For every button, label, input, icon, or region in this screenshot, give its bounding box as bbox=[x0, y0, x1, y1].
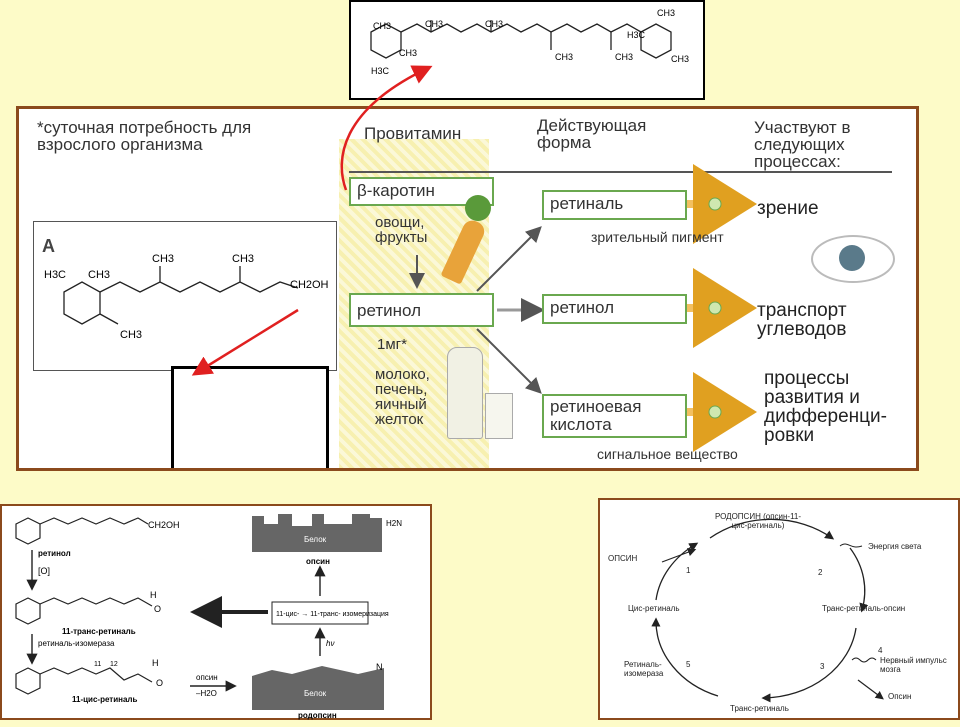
visual-cycle-chemistry-panel: CH2OH ретинол [O] H O 11-транс-ретиналь … bbox=[0, 504, 432, 720]
retinol-label: ретинол bbox=[38, 549, 71, 558]
ch3-label: CH3 bbox=[232, 253, 254, 265]
panel-letter: А bbox=[42, 236, 55, 256]
iris-icon bbox=[839, 245, 865, 271]
o-label: O bbox=[154, 604, 161, 614]
ch2oh-label: CH2OH bbox=[148, 520, 180, 530]
hv-label: hν bbox=[326, 639, 334, 648]
pathway-arrows bbox=[409, 164, 757, 452]
eye-icon bbox=[811, 235, 895, 283]
ch3-label: CH3 bbox=[615, 52, 633, 62]
protein-label: Белок bbox=[304, 535, 327, 544]
protein-label: Белок bbox=[304, 689, 327, 698]
retinal-chemistry: CH2OH ретинол [O] H O 11-транс-ретиналь … bbox=[15, 514, 402, 720]
col-active-form: Действующая форма bbox=[537, 116, 647, 152]
blank-box bbox=[171, 366, 329, 468]
n12-label: 12 bbox=[110, 661, 118, 668]
dose: 1мг* bbox=[377, 336, 407, 353]
ch3-label: CH3 bbox=[671, 54, 689, 64]
col-provitamin: Провитамин bbox=[364, 124, 462, 143]
rhodopsin-label: родопсин bbox=[298, 711, 337, 720]
ch3-label: CH3 bbox=[425, 19, 443, 29]
ch2oh-label: CH2OH bbox=[290, 279, 329, 291]
ch3-label: CH3 bbox=[485, 19, 503, 29]
h2n-label: H2N bbox=[386, 519, 402, 528]
step-5-label: 5 bbox=[686, 660, 691, 669]
milk-bottle-icon bbox=[447, 347, 483, 439]
caption-visual-pigment: зрительный пигмент bbox=[591, 229, 724, 245]
rhodopsin-cycle bbox=[651, 518, 884, 703]
col-processes: Участвуют в следующих процессах: bbox=[754, 118, 851, 171]
h-label: H bbox=[150, 590, 157, 600]
opsin-left-label: ОПСИН bbox=[608, 554, 638, 563]
process-development: процессы развития и дифференци-ровки bbox=[764, 368, 887, 446]
trans-retinal-label: 11-транс-ретиналь bbox=[62, 627, 136, 636]
vitamin-a-panel: *суточная потребность для взрослого орга… bbox=[16, 106, 919, 471]
opsin-label: опсин bbox=[306, 557, 330, 566]
h3c-label: H3C bbox=[44, 269, 66, 281]
footnote: *суточная потребность для взрослого орга… bbox=[37, 118, 252, 154]
veg-fruits: овощи, фрукты bbox=[375, 214, 428, 246]
n11-label: 11 bbox=[94, 661, 101, 668]
trans-retinal-opsin-label: Транс-ретиналь-опсин bbox=[822, 604, 906, 613]
oxidation-label: [O] bbox=[38, 566, 50, 576]
caption-signal-molecule: сигнальное вещество bbox=[597, 446, 738, 462]
process-vision: зрение bbox=[757, 198, 819, 219]
cis-retinal-label: 11-цис-ретиналь bbox=[72, 695, 138, 704]
light-energy-label: Энергия света bbox=[868, 542, 922, 551]
step-3-label: 3 bbox=[820, 662, 825, 671]
retinol-structure-box: А H3C CH3 CH3 CH3 CH2OH CH3 bbox=[33, 221, 337, 371]
opsin-out-label: Опсин bbox=[888, 692, 912, 701]
trans-retinal-label: Транс-ретиналь bbox=[730, 704, 789, 713]
glass-icon bbox=[485, 393, 513, 439]
ch3-label: CH3 bbox=[373, 21, 391, 31]
o-label: O bbox=[156, 678, 163, 688]
dairy-sources: молоко, печень, яичный желток bbox=[375, 366, 430, 428]
opsin-arrow-label: опсин bbox=[196, 673, 218, 682]
ch3-label: CH3 bbox=[399, 48, 417, 58]
rhodopsin-label: РОДОПСИН (опсин-11-цис-ретиналь) bbox=[714, 512, 802, 530]
ch3-label: H3C bbox=[627, 30, 646, 40]
form-retinal: ретиналь bbox=[542, 190, 687, 220]
step-4-label: 4 bbox=[878, 646, 883, 655]
ch3-label: CH3 bbox=[657, 8, 675, 18]
ch3-label: CH3 bbox=[555, 52, 573, 62]
n-label: N bbox=[376, 662, 383, 672]
ch3-label: CH3 bbox=[88, 269, 110, 281]
retinol-center-box: ретинол bbox=[349, 293, 494, 327]
rhodopsin-cycle-panel: РОДОПСИН (опсин-11-цис-ретиналь) ОПСИН Э… bbox=[598, 498, 960, 720]
form-retinoic-acid: ретиноевая кислота bbox=[542, 394, 687, 438]
carrot-leaves-icon bbox=[465, 195, 491, 221]
ch3-label: CH3 bbox=[120, 329, 142, 341]
beta-carotene-structure: CH3 CH3 H3C CH3 CH3 CH3 CH3 H3C CH3 CH3 bbox=[370, 8, 689, 76]
minus-water-label: –H2O bbox=[196, 689, 217, 698]
ch3-label: H3C bbox=[371, 66, 390, 76]
isomerase-label: ретиналь-изомераза bbox=[38, 639, 115, 648]
nerve-impulse-label: Нервный импульс мозга bbox=[880, 656, 947, 674]
beta-carotene-structure-panel: CH3 CH3 H3C CH3 CH3 CH3 CH3 H3C CH3 CH3 bbox=[349, 0, 705, 100]
step-1-label: 1 bbox=[686, 566, 691, 575]
isomerase-label: Ретиналь-изомераза bbox=[624, 660, 664, 678]
isomerization-label: 11-цис- → 11-транс- изомеризация bbox=[276, 611, 389, 618]
header-divider bbox=[349, 171, 892, 173]
form-retinol: ретинол bbox=[542, 294, 687, 324]
step-2-label: 2 bbox=[818, 568, 823, 577]
h-label: H bbox=[152, 658, 159, 668]
process-transport: транспорт углеводов bbox=[757, 300, 847, 340]
ch3-label: CH3 bbox=[152, 253, 174, 265]
retinol-structure: А H3C CH3 CH3 CH3 CH2OH CH3 bbox=[42, 236, 329, 341]
cis-retinal-label: Цис-ретиналь bbox=[628, 604, 680, 613]
